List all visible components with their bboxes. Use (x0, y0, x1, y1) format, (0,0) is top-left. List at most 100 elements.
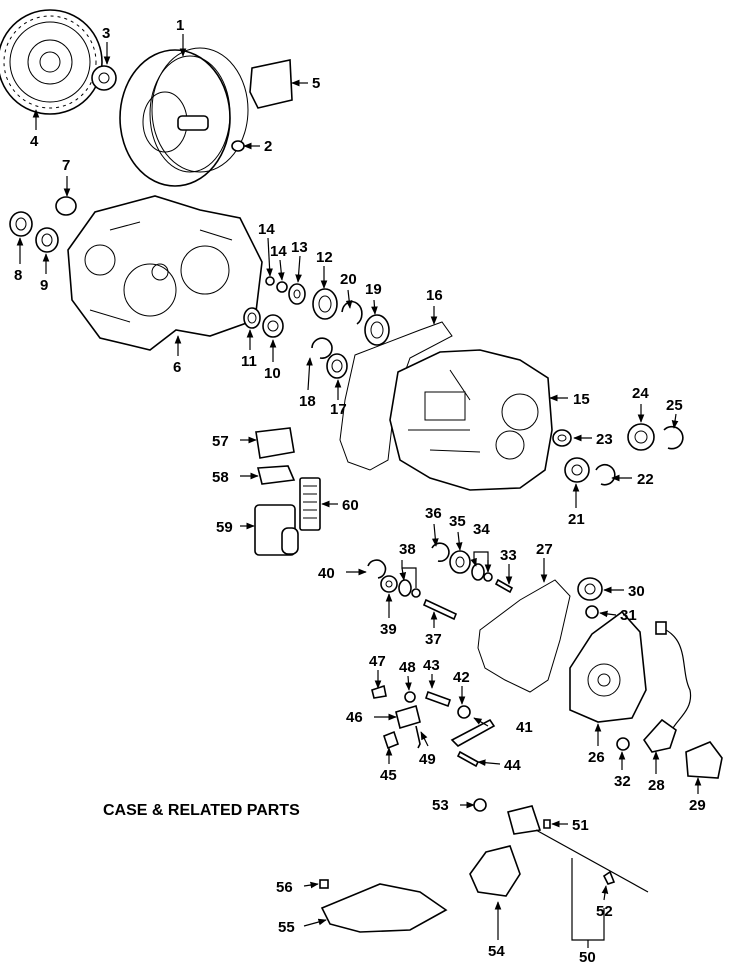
gasket-58-part (256, 465, 296, 485)
callout-2: 2 (264, 138, 272, 155)
callout-60: 60 (342, 497, 359, 514)
bellhousing-case-part (67, 195, 263, 351)
clip-52-part (602, 870, 616, 885)
callout-50: 50 (579, 949, 596, 966)
callout-40: 40 (318, 565, 335, 582)
callout-19: 19 (365, 281, 382, 298)
callout-46: 46 (346, 709, 363, 726)
callout-16: 16 (426, 287, 443, 304)
sensor-28-part (642, 718, 677, 753)
bearing-21-part (564, 457, 590, 483)
snap-ring-22-part (595, 463, 616, 486)
callout-11: 11 (241, 353, 257, 370)
bearing-12-part (312, 288, 338, 320)
ring-38b-part (411, 588, 421, 598)
clip-47-part (371, 684, 387, 699)
callout-57: 57 (212, 433, 229, 450)
bearing-19-part (364, 314, 390, 346)
callout-56: 56 (276, 879, 293, 896)
callout-29: 29 (689, 797, 706, 814)
connector-part (655, 621, 667, 635)
callout-8: 8 (14, 267, 22, 284)
callout-4: 4 (30, 133, 39, 150)
seal-9-part (35, 227, 59, 253)
bracket-50-part (507, 805, 542, 835)
callout-51: 51 (572, 817, 589, 834)
filter-60-part (299, 477, 321, 531)
callout-23: 23 (596, 431, 613, 448)
callout-13: 13 (291, 239, 308, 256)
seal-part (231, 140, 245, 152)
cover-29-part (685, 741, 723, 779)
diagram-caption: CASE & RELATED PARTS (103, 802, 300, 819)
callout-38: 38 (399, 541, 416, 558)
callout-7: 7 (62, 157, 70, 174)
heat-shield-55-part (320, 883, 448, 933)
seal-8-part (9, 211, 33, 237)
shift-rod-part (535, 829, 649, 893)
snap-ring-20-part (341, 300, 363, 325)
callout-45: 45 (380, 767, 397, 784)
gasket-27-part (477, 579, 571, 693)
end-cover-part (569, 610, 647, 723)
seal-7-part (55, 196, 77, 216)
callout-33: 33 (500, 547, 517, 564)
clip-56-part (319, 879, 329, 889)
callout-37: 37 (425, 631, 442, 648)
bearing-35-part (449, 550, 471, 574)
bolt-33-part (494, 578, 514, 594)
callout-34: 34 (473, 521, 490, 538)
callout-21: 21 (568, 511, 585, 528)
callout-49: 49 (419, 751, 436, 768)
callout-44: 44 (504, 757, 521, 774)
callout-27: 27 (536, 541, 553, 558)
lever-41-part (450, 718, 496, 747)
callout-20: 20 (340, 271, 357, 288)
callout-53: 53 (432, 797, 449, 814)
snap-ring-36-part (431, 542, 450, 562)
snap-ring-18-part (311, 337, 333, 359)
callout-35: 35 (449, 513, 466, 530)
snap-ring-40-part (367, 559, 387, 579)
shift-fork-54-part (469, 845, 521, 897)
callout-47: 47 (369, 653, 386, 670)
callout-12: 12 (316, 249, 333, 266)
callout-26: 26 (588, 749, 605, 766)
callout-22: 22 (637, 471, 654, 488)
plug-32-part (616, 737, 630, 751)
callout-24: 24 (632, 385, 649, 402)
plug-31-part (585, 605, 599, 619)
callout-52: 52 (596, 903, 613, 920)
callout-3: 3 (102, 25, 110, 42)
callout-59: 59 (216, 519, 233, 536)
seal-39-part (380, 575, 398, 593)
bearing-17-part (326, 353, 348, 379)
callout-31: 31 (620, 607, 637, 624)
bearing-11-part (243, 307, 261, 329)
callout-18: 18 (299, 393, 316, 410)
washer-14b-part (276, 281, 288, 293)
gasket-16-part (339, 321, 453, 471)
callout-43: 43 (423, 657, 440, 674)
bracket-part (249, 59, 293, 109)
ring-34a-part (471, 563, 485, 581)
washer-14a-part (265, 276, 275, 286)
callout-28: 28 (648, 777, 665, 794)
transmission-case-part (389, 349, 553, 491)
callout-15: 15 (573, 391, 590, 408)
callout-41: 41 (516, 719, 533, 736)
callout-14a: 14 (258, 221, 275, 238)
bracket-46-part (395, 704, 421, 730)
callout-25: 25 (666, 397, 683, 414)
clip-51-part (543, 819, 551, 829)
callout-55: 55 (278, 919, 295, 936)
bushing-42-part (457, 705, 471, 719)
callout-9: 9 (40, 277, 48, 294)
nut-45-part (383, 730, 399, 750)
callout-5: 5 (312, 75, 320, 92)
shaft-37-part (422, 598, 458, 621)
solenoid-59-part (254, 504, 299, 556)
bolt-49-part (415, 725, 421, 749)
